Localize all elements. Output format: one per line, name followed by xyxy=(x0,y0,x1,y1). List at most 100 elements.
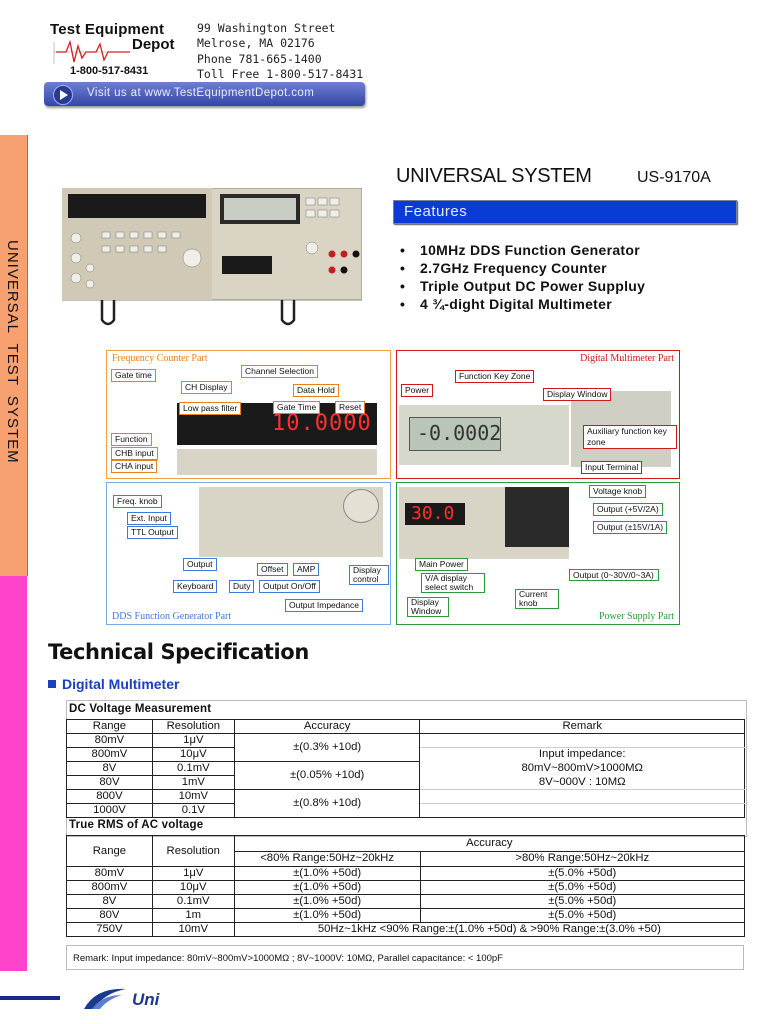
range-cell: 800mV xyxy=(66,747,153,762)
callout-label: Voltage knob xyxy=(589,485,647,498)
remark-cell xyxy=(419,803,745,818)
panel-title: DDS Function Generator Part xyxy=(112,611,232,622)
remark-cell xyxy=(419,789,745,804)
header-cell: Range xyxy=(66,835,153,867)
accuracy-cell: ±(5.0% +50d) xyxy=(419,866,746,881)
footer-brand: Uni xyxy=(132,990,160,1009)
remark-note: Remark: Input impedance: 80mV~800mV>1000… xyxy=(66,945,744,970)
callout-label: Gate time xyxy=(111,369,156,382)
table-caption: DC Voltage Measurement xyxy=(69,703,212,715)
resolution-cell: 10mV xyxy=(151,789,235,804)
callout-label: Low pass filter xyxy=(179,402,242,415)
side-band-label: UNIVERSAL TEST SYSTEM xyxy=(0,240,30,480)
accuracy-cell: ±(1.0% +50d) xyxy=(233,908,421,923)
address-line: Melrose, MA 02176 xyxy=(197,36,315,51)
callout-label: Data Hold xyxy=(293,384,339,397)
waveform-logo-icon xyxy=(53,39,130,64)
header-cell: Remark xyxy=(419,719,745,734)
remark-cell: 8V~000V : 10MΩ xyxy=(419,775,745,790)
resolution-cell: 10μV xyxy=(151,880,235,895)
callout-label: Main Power xyxy=(415,558,468,571)
callout-label: Auxiliary function key zone xyxy=(583,425,677,449)
table-row: 750V 10mV 50Hz~1kHz <90% Range:±(1.0% +5… xyxy=(66,922,746,937)
callout-label: Power xyxy=(401,384,434,397)
callout-label: Ext. Input xyxy=(127,512,171,525)
digital-multimeter-panel: Digital Multimeter Part -0.0002 Power Fu… xyxy=(396,350,680,479)
table-row: 1000V 0.1V xyxy=(66,803,745,818)
address-block: 99 Washington Street Melrose, MA 02176 P… xyxy=(197,21,363,82)
frequency-counter-panel: Frequency Counter Part 10.0000 Gate time… xyxy=(106,350,391,479)
ps-terminals xyxy=(505,487,569,547)
power-supply-panel: Power Supply Part 30.0 Voltage knob Outp… xyxy=(396,482,680,625)
resolution-cell: 1m xyxy=(151,908,235,923)
table-row: 80mV 1μV ±(1.0% +50d) ±(5.0% +50d) xyxy=(66,866,746,881)
ac-voltage-table: Range Resolution Accuracy <80% Range:50H… xyxy=(66,835,746,937)
features-label: Features xyxy=(404,203,468,220)
callout-label: Display Window xyxy=(543,388,612,401)
callout-label: V/A display select switch xyxy=(421,573,485,593)
dds-function-generator-panel: DDS Function Generator Part Freq. knob E… xyxy=(106,482,391,625)
header-cell: Accuracy xyxy=(233,719,421,734)
resolution-cell: 10μV xyxy=(151,747,235,762)
callout-label: Offset xyxy=(257,563,288,576)
accuracy-cell: ±(1.0% +50d) xyxy=(233,894,421,909)
range-cell: 80V xyxy=(66,908,153,923)
table-row: 8V 0.1mV ±(1.0% +50d) ±(5.0% +50d) xyxy=(66,894,746,909)
header-cell: Resolution xyxy=(151,835,235,867)
header-cell: Range xyxy=(66,719,153,734)
table-header-row: Range Resolution Accuracy Remark xyxy=(66,719,745,734)
address-line: Toll Free 1-800-517-8431 xyxy=(197,66,364,81)
header-cell: <80% Range:50Hz~20kHz xyxy=(233,850,421,867)
resolution-cell: 1μV xyxy=(151,733,235,748)
accuracy-cell: ±(1.0% +50d) xyxy=(233,880,421,895)
callout-label: Output xyxy=(183,558,217,571)
fc-display: 10.0000 xyxy=(272,411,372,436)
square-bullet-icon xyxy=(48,680,56,688)
callout-label: Output (0~30V/0~3A) xyxy=(569,569,659,581)
resolution-cell: 10mV xyxy=(151,922,235,937)
accuracy-cell: ±(0.05% +10d) xyxy=(233,761,421,790)
table-row: 800V 10mV ±(0.8% +10d) xyxy=(66,789,745,818)
panel-title: Digital Multimeter Part xyxy=(580,353,674,364)
dmm-lcd xyxy=(409,417,501,451)
visit-website-link[interactable]: Visit us at www.TestEquipmentDepot.com xyxy=(44,82,365,106)
panel-title: Frequency Counter Part xyxy=(112,353,208,364)
feature-item: Triple Output DC Power Suppluy xyxy=(400,277,645,295)
side-band-orange xyxy=(0,135,28,576)
callout-label: Freq. knob xyxy=(113,495,162,508)
header-cell: Resolution xyxy=(151,719,235,734)
header-cell: >80% Range:50Hz~20kHz xyxy=(419,850,746,867)
callout-label: Output Impedance xyxy=(285,599,363,612)
freq-knob-icon xyxy=(343,489,379,523)
callout-label: Keyboard xyxy=(173,580,218,593)
accuracy-cell: 50Hz~1kHz <90% Range:±(1.0% +50d) & >90%… xyxy=(233,922,746,937)
accuracy-cell: ±(1.0% +50d) xyxy=(233,866,421,881)
side-band-text: UNIVERSAL TEST SYSTEM xyxy=(4,240,21,464)
callout-label: Output (±15V/1A) xyxy=(593,521,668,534)
table-row: 800mV 10μV Input impedance: xyxy=(66,747,745,762)
resolution-cell: 0.1V xyxy=(151,803,235,818)
feature-item: 4 ¾-dight Digital Multimeter xyxy=(400,295,645,313)
remark-cell: Input impedance: xyxy=(419,747,745,762)
callout-label: CH Display xyxy=(181,381,232,394)
side-band-pink xyxy=(0,576,27,971)
company-name-depot: Depot xyxy=(132,36,175,53)
company-name: Test Equipment xyxy=(50,21,165,38)
table-header-row: Range Resolution Accuracy xyxy=(66,835,746,867)
company-phone: 1-800-517-8431 xyxy=(70,65,149,77)
dc-voltage-table: Range Resolution Accuracy Remark 80mV 1μ… xyxy=(66,719,745,818)
accuracy-cell: ±(5.0% +50d) xyxy=(419,880,746,895)
feature-item: 10MHz DDS Function Generator xyxy=(400,241,645,259)
table-row: 8V 0.1mV ±(0.05% +10d) 80mV~800mV>1000MΩ xyxy=(66,761,745,790)
range-cell: 8V xyxy=(66,761,153,776)
footer-line xyxy=(0,996,60,1000)
accuracy-cell: ±(0.3% +10d) xyxy=(233,733,421,762)
section-heading: Digital Multimeter xyxy=(48,676,179,692)
callout-label: Channel Selection xyxy=(241,365,318,378)
callout-label: Display Window xyxy=(407,597,449,617)
ps-display-bg xyxy=(405,503,465,525)
callout-label: AMP xyxy=(293,563,320,576)
range-cell: 750V xyxy=(66,922,153,937)
features-list: 10MHz DDS Function Generator 2.7GHz Freq… xyxy=(400,241,645,313)
uni-logo-icon xyxy=(84,988,126,1009)
